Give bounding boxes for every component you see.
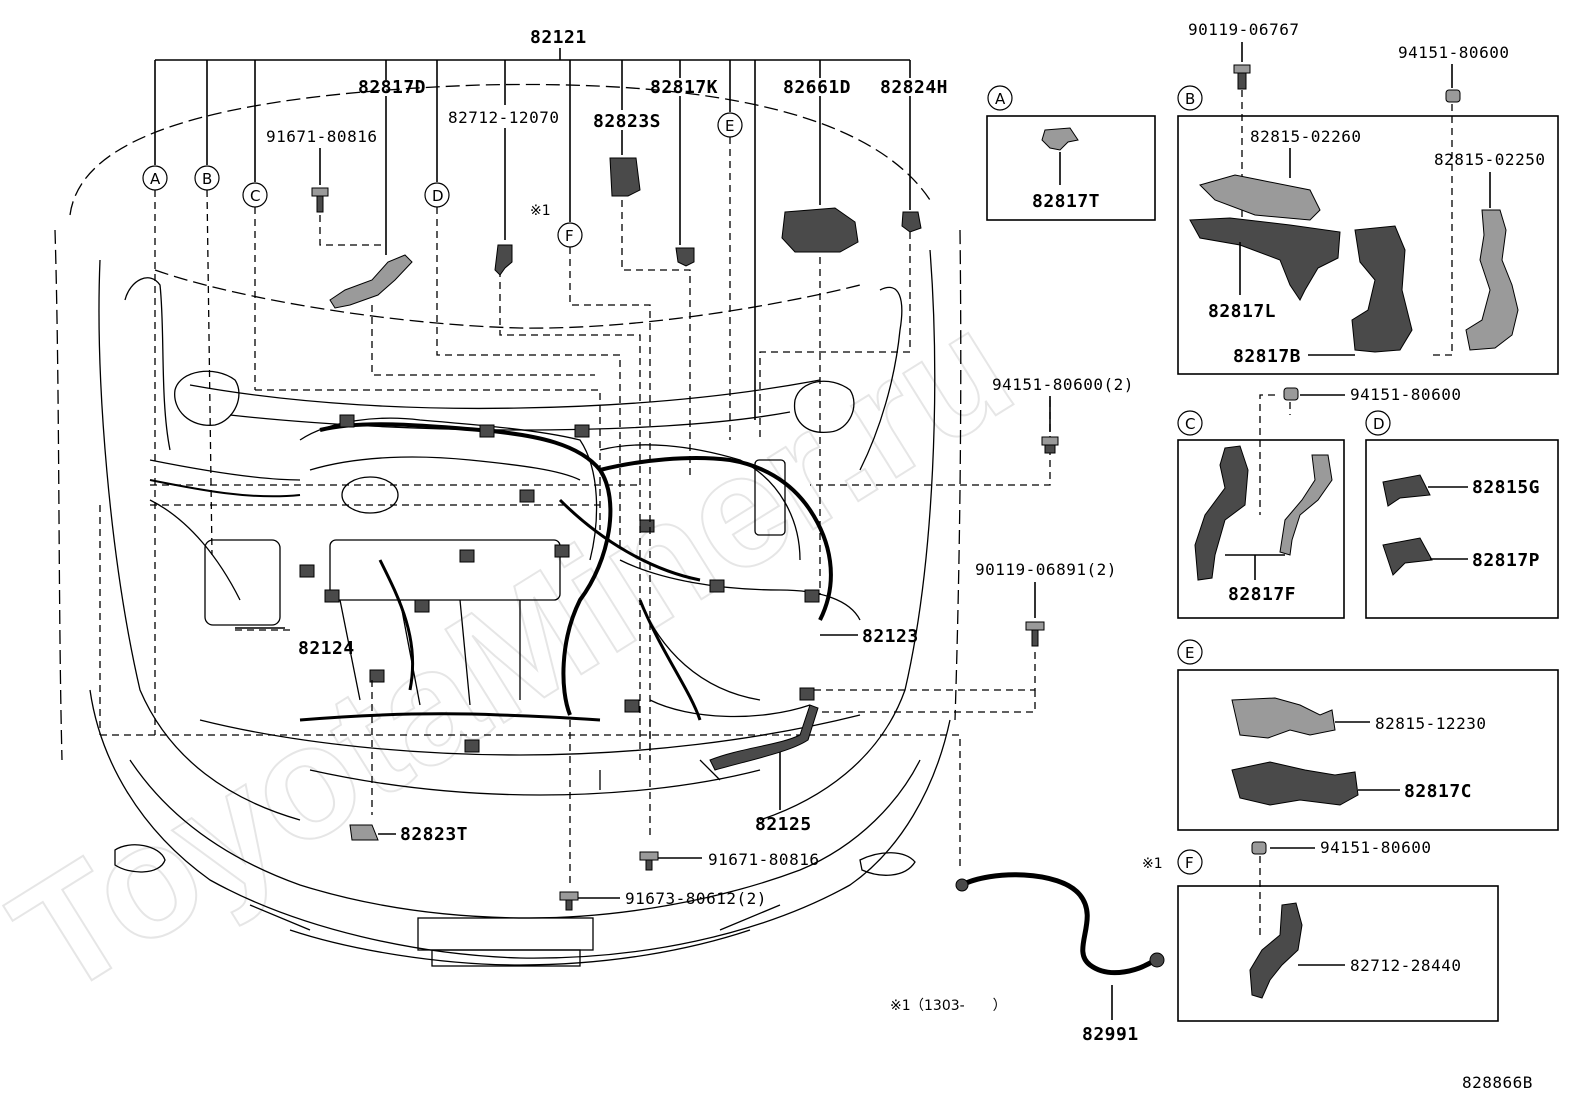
svg-text:F: F [565, 227, 574, 245]
part-82712-12070: 82712-12070 [448, 108, 559, 127]
inset-D: D 82815G 82817P [1365, 410, 1559, 619]
svg-text:E: E [725, 117, 734, 135]
part-82817K: 82817K [650, 77, 718, 98]
part-82817C: 82817C [1404, 781, 1472, 802]
svg-text:E: E [1185, 644, 1194, 662]
bolt-drawing-middle [1025, 621, 1045, 647]
part-82815G: 82815G [1472, 477, 1540, 498]
part-82823S-drawing [609, 157, 641, 197]
part-82661D: 82661D [783, 77, 851, 98]
part-82817B: 82817B [1233, 346, 1301, 367]
clip-94151-80600-2: 94151-80600(2) [992, 375, 1134, 394]
part-82817P: 82817P [1472, 550, 1540, 571]
part-82125-drawing [709, 704, 819, 771]
bolt-91673-80612-label: 91673-80612(2) [625, 889, 767, 908]
svg-text:F: F [1185, 854, 1194, 872]
svg-text:D: D [432, 187, 444, 205]
part-82817K-drawing [675, 247, 695, 267]
inset-C: 94151-80600 C 82817F [1177, 385, 1461, 619]
circle-ref-D-main: D [424, 182, 450, 208]
part-82823T-drawing [349, 824, 379, 841]
main-assembly-leaders: 82121 [154, 27, 911, 420]
svg-text:C: C [250, 187, 260, 205]
part-82817D-drawing [329, 254, 413, 309]
svg-text:D: D [1373, 415, 1385, 433]
engine-bay [149, 414, 861, 790]
bolt-90119-06767: 90119-06767 [1188, 20, 1299, 39]
circle-ref-E-main: E [717, 112, 743, 138]
bolt-91671-80816-lower [639, 851, 702, 871]
part-82991: 82991 [1082, 1024, 1139, 1045]
part-82712-28440: 82712-28440 [1350, 956, 1461, 975]
inset-B: 90119-06767 94151-80600 B 82815-02260 82… [1177, 20, 1559, 375]
circle-ref-A-main: A [142, 165, 168, 191]
bolt-91671-80816-top: 91671-80816 [266, 127, 377, 146]
marker-note-F: ※1 [1142, 856, 1163, 872]
clip-drawing-1 [1041, 436, 1059, 454]
svg-text:B: B [202, 170, 212, 188]
part-82824H-drawing [901, 211, 922, 233]
clip-94151-80600-F: 94151-80600 [1320, 838, 1431, 857]
circle-ref-F-main: F [557, 222, 583, 248]
bolt-91671-80816-label: 91671-80816 [708, 850, 819, 869]
svg-text:A: A [150, 170, 161, 188]
dashed-leaders [99, 137, 1051, 885]
part-82661D-drawing [781, 207, 859, 253]
part-82815-02250: 82815-02250 [1434, 150, 1545, 169]
bolt-top-drawing [311, 187, 329, 213]
circle-ref-C-main: C [242, 182, 268, 208]
part-82121: 82121 [530, 27, 587, 48]
circle-ref-B-main: B [194, 165, 220, 191]
part-82712-12070-drawing [494, 244, 513, 276]
part-82817L: 82817L [1208, 301, 1276, 322]
part-82823S: 82823S [593, 111, 661, 132]
part-82124: 82124 [298, 638, 355, 659]
inset-E: E 82815-12230 82817C [1177, 639, 1559, 831]
marker-note-f: ※1 [530, 203, 551, 219]
part-82815-02260: 82815-02260 [1250, 127, 1361, 146]
part-82817F: 82817F [1228, 584, 1296, 605]
part-82125: 82125 [755, 814, 812, 835]
clip-94151-80600-C: 94151-80600 [1350, 385, 1461, 404]
part-82817D: 82817D [358, 77, 426, 98]
part-82823T: 82823T [400, 824, 468, 845]
footnote-text: （1303- ） [910, 998, 1007, 1014]
part-82123: 82123 [862, 626, 919, 647]
bolt-91673-80612-lower [559, 891, 620, 911]
bolt-90119-06891-2: 90119-06891(2) [975, 560, 1117, 579]
svg-text:A: A [995, 90, 1006, 108]
part-82991-drawing [960, 872, 1157, 976]
inset-A: A 82817T [986, 85, 1156, 221]
clip-94151-80600-B: 94151-80600 [1398, 43, 1509, 62]
part-82817T: 82817T [1032, 191, 1100, 212]
footnote-marker: ※1 [890, 998, 911, 1014]
diagram-id: 828866B [1462, 1073, 1533, 1092]
svg-text:B: B [1185, 90, 1195, 108]
part-82824H: 82824H [880, 77, 948, 98]
svg-text:C: C [1185, 415, 1195, 433]
part-82815-12230: 82815-12230 [1375, 714, 1486, 733]
inset-F: 94151-80600 ※1 F 82712-28440 [1142, 838, 1499, 1022]
